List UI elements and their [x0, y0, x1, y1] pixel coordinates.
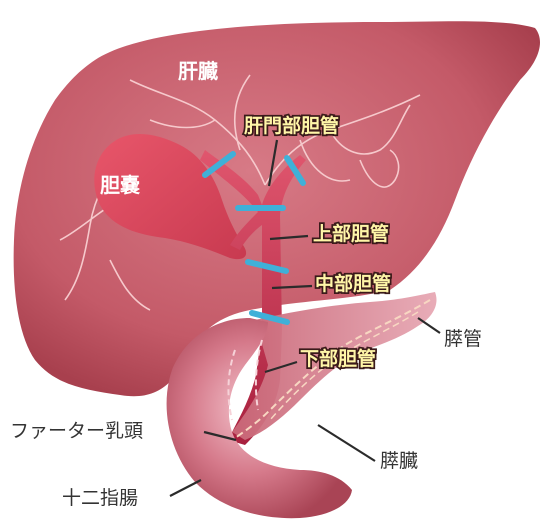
label-duodenum: 十二指腸 — [62, 487, 138, 509]
label-lower-bile-duct: 下部胆管 — [300, 347, 376, 370]
label-middle-bile-duct: 中部胆管 — [315, 272, 391, 295]
label-liver: 肝臓 — [178, 59, 218, 83]
label-gallbladder: 胆嚢 — [100, 173, 141, 197]
label-pancreatic-duct: 膵管 — [444, 328, 482, 350]
pointer-pancreatic-duct — [418, 318, 440, 333]
pointer-duodenum — [170, 480, 201, 496]
label-hilar-bile-duct: 肝門部胆管 — [244, 114, 339, 137]
label-pancreas: 膵臓 — [380, 450, 418, 472]
pointer-pancreas — [318, 425, 375, 461]
label-papilla-of-vater: ファーター乳頭 — [10, 420, 143, 442]
label-upper-bile-duct: 上部胆管 — [313, 222, 389, 245]
